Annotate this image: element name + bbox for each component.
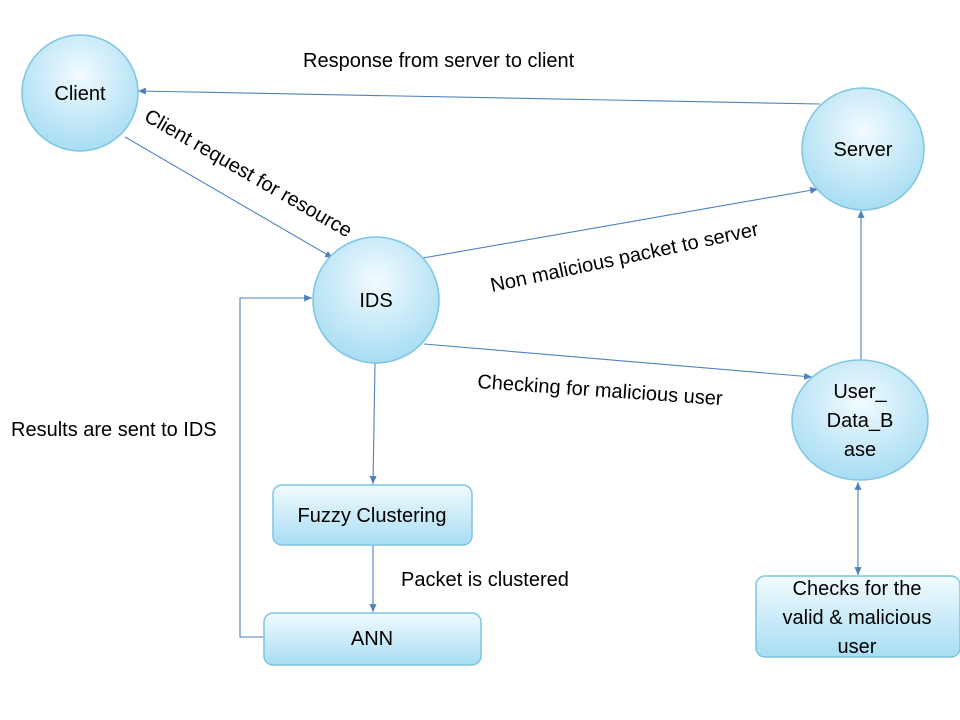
checks-label-line-3: user [838, 636, 877, 658]
checks-label-line-1: Checks for the [793, 578, 922, 600]
checking-label: Checking for malicious user [477, 371, 724, 410]
ann-to-ids-feedback-arrow [239, 294, 312, 638]
ann-box: ANN [263, 612, 482, 666]
ids-label: IDS [359, 290, 392, 312]
user-db-label-line-2: Data_B [827, 410, 894, 432]
user-db-label-line-3: ase [844, 439, 876, 461]
server-label: Server [834, 139, 893, 161]
client-label: Client [54, 83, 106, 105]
checks-box: Checks for the valid & malicious user [755, 575, 960, 658]
clustered-label: Packet is clustered [401, 569, 569, 591]
ann-label: ANN [351, 628, 393, 650]
client-request-label: Client request for resource [141, 105, 356, 242]
client-node: Client [21, 34, 139, 152]
fuzzy-clustering-label: Fuzzy Clustering [298, 505, 447, 527]
checks-label-line-2: valid & malicious [783, 607, 932, 629]
ids-node: IDS [312, 236, 440, 364]
non-malicious-label: Non malicious packet to server [488, 218, 760, 296]
ids-to-userdb-arrow [423, 343, 813, 380]
server-to-client-arrow [137, 87, 821, 105]
ids-to-fuzzy-arrow [369, 362, 377, 485]
client-to-ids-arrow [124, 136, 334, 259]
response-label: Response from server to client [303, 50, 575, 72]
fuzzy-clustering-box: Fuzzy Clustering [272, 484, 473, 546]
server-node: Server [801, 87, 925, 211]
ids-to-server-arrow [422, 186, 819, 259]
user-database-node: User_ Data_B ase [791, 359, 929, 481]
results-label: Results are sent to IDS [11, 419, 217, 441]
user-db-label-line-1: User_ [833, 381, 887, 403]
